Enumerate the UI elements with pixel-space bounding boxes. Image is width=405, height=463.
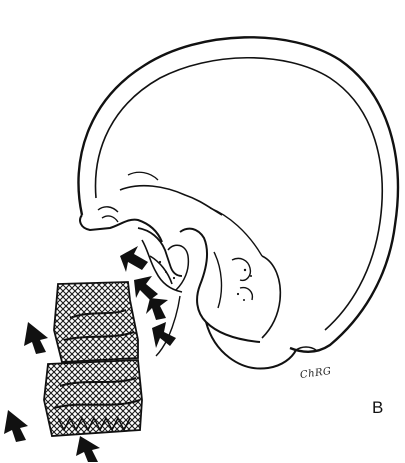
mandible-inner — [214, 252, 221, 308]
nasal-area — [98, 207, 118, 222]
arrow-icon — [120, 246, 148, 272]
mastoid-process — [232, 258, 252, 300]
panel-label: B — [372, 398, 383, 418]
zygomatic-arch — [120, 186, 222, 215]
mandible-ramus — [180, 229, 260, 342]
maxilla — [138, 228, 182, 276]
arrow-icon — [4, 410, 28, 442]
arrow-icon — [24, 322, 48, 354]
frontal-face-outline — [80, 215, 162, 242]
vertebra-upper — [54, 282, 138, 362]
arrow-icon — [146, 298, 168, 320]
arrow-icon — [134, 276, 158, 300]
cervical-vertebrae — [44, 282, 142, 436]
occipital-base — [262, 256, 280, 338]
temporal-line — [210, 208, 262, 256]
atlas-axis — [142, 240, 182, 292]
orbit-lower — [128, 172, 158, 180]
arrow-icon — [76, 436, 100, 462]
mandible-lower — [206, 322, 296, 369]
skull-base-detail — [296, 347, 316, 350]
